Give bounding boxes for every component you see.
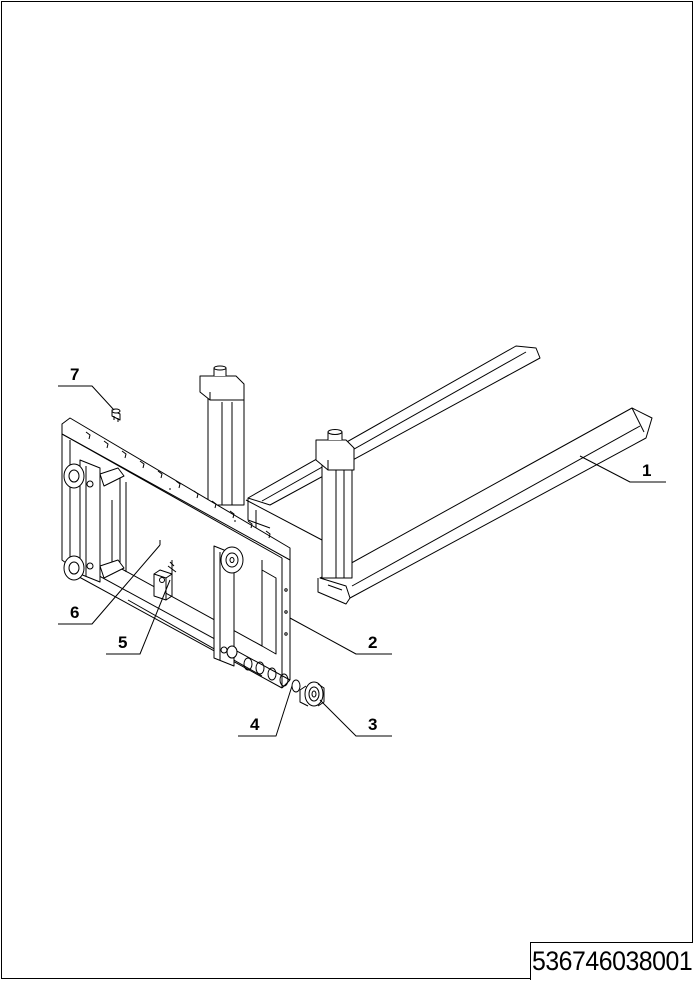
callout-2: 2 — [368, 633, 378, 652]
screw-part-7 — [111, 408, 121, 422]
drawing-number-box: 536746038001 — [530, 942, 693, 980]
carriage-plate — [61, 417, 291, 689]
callout-3: 3 — [368, 715, 378, 734]
callout-5: 5 — [118, 633, 128, 652]
drawing-number: 536746038001 — [531, 946, 693, 976]
lock-pin-assembly — [153, 560, 177, 601]
left-roller-arm — [63, 459, 125, 583]
washer-set — [243, 657, 301, 693]
right-roller-arm — [213, 545, 244, 667]
callout-1: 1 — [642, 461, 652, 480]
callout-4: 4 — [250, 715, 260, 734]
roller-bearing — [299, 681, 325, 707]
leader-lines — [58, 385, 666, 737]
callout-6: 6 — [70, 603, 80, 622]
callout-7: 7 — [70, 365, 80, 384]
front-fork — [245, 407, 653, 605]
